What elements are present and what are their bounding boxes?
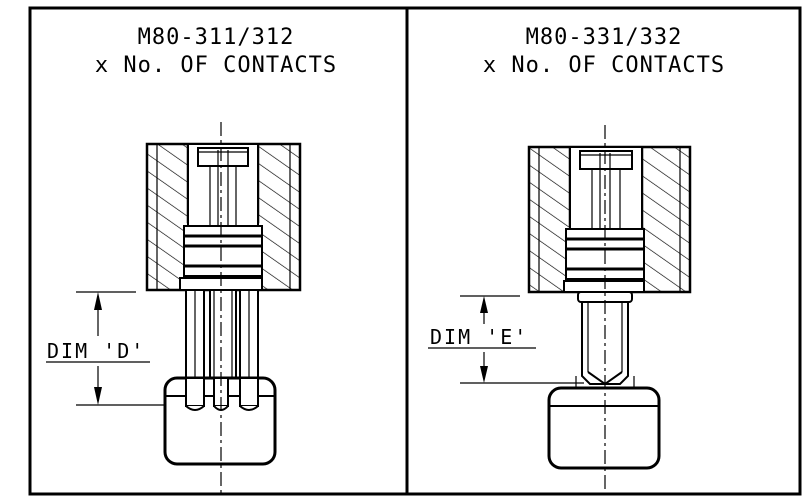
contact-bore-left <box>187 143 259 227</box>
dim-d-label: DIM 'D' <box>47 339 145 363</box>
contact-bore-right <box>569 146 643 230</box>
mating-body-right <box>547 386 661 470</box>
panel-left: M80-311/312 x No. OF CONTACTS <box>46 25 337 494</box>
dimension-e: DIM 'E' <box>428 295 584 384</box>
panel-right-subtitle: x No. OF CONTACTS <box>483 53 725 78</box>
dimension-d: DIM 'D' <box>46 291 165 406</box>
dim-e-label: DIM 'E' <box>430 325 528 349</box>
mating-body-left <box>163 376 277 466</box>
base-plate-right <box>563 280 645 293</box>
panel-right-title: M80-331/332 <box>526 25 683 50</box>
panel-right: M80-331/332 x No. OF CONTACTS <box>428 25 725 494</box>
drawing-frame <box>28 6 802 496</box>
panel-left-title: M80-311/312 <box>138 25 295 50</box>
panel-left-subtitle: x No. OF CONTACTS <box>95 53 337 78</box>
seal-rings-left <box>183 225 263 279</box>
